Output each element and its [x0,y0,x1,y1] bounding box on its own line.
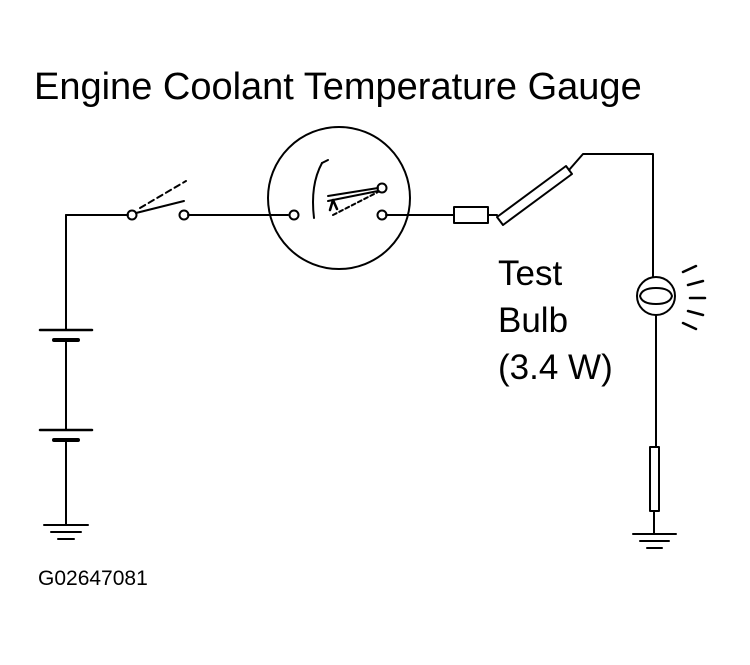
ground-icon-right [632,533,677,549]
test-bulb-label-line3: (3.4 W) [498,348,613,387]
test-bulb-label-line2: Bulb [498,301,569,340]
test-bulb-icon [636,276,676,448]
ignition-switch-icon [126,180,289,221]
temperature-gauge-icon [267,126,455,270]
ground-icon-left [43,524,89,540]
battery-wire [65,214,129,525]
diagram-title: Engine Coolant Temperature Gauge [34,66,642,108]
test-lead-icon [453,153,654,278]
ground-lead-icon [649,446,660,534]
light-rays-icon [681,264,707,331]
test-bulb-label: Test Bulb (3.4 W) [498,250,613,391]
figure-code: G02647081 [38,567,148,590]
battery-icon [38,328,94,442]
test-bulb-label-line1: Test [498,254,563,293]
